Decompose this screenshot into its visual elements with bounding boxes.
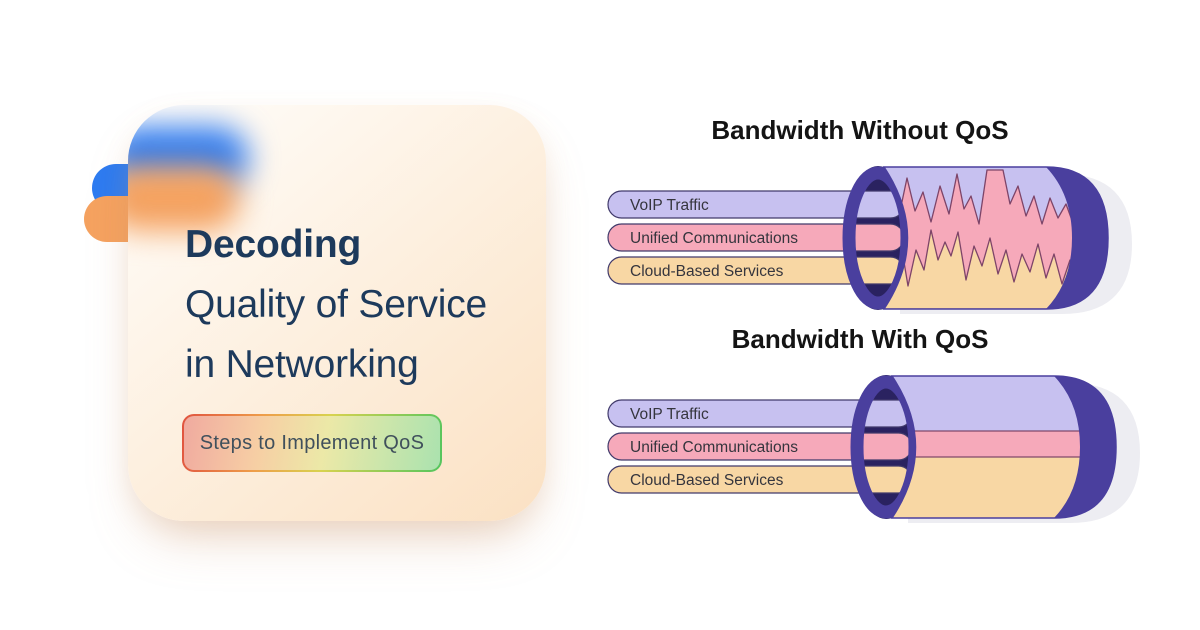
cylinder-cap bbox=[1046, 167, 1108, 309]
hero-title-line-1: Decoding bbox=[185, 223, 362, 266]
pipe-label-unified-communications: Unified Communications bbox=[630, 230, 798, 247]
pipe-label-cloud-based-services: Cloud-Based Services bbox=[630, 263, 784, 280]
pipe-label-voip-traffic: VoIP Traffic bbox=[630, 197, 709, 214]
hero-title: Decoding Quality of Service in Networkin… bbox=[185, 215, 487, 395]
hero-title-line-3: in Networking bbox=[185, 343, 419, 386]
steps-to-implement-qos-button[interactable]: Steps to Implement QoS bbox=[182, 414, 442, 472]
pipe-unified-communications: Unified Communications bbox=[607, 223, 905, 252]
hero-card: Decoding Quality of Service in Networkin… bbox=[128, 105, 546, 521]
pipe-cloud-based-services: Cloud-Based Services bbox=[607, 256, 905, 285]
cylinder-cap bbox=[1054, 376, 1116, 518]
pipe-voip-traffic: VoIP Traffic bbox=[607, 399, 913, 428]
hero-title-line-2: Quality of Service bbox=[185, 283, 488, 326]
orange-blob-blur bbox=[128, 165, 240, 231]
pipe-label-cloud-based-services: Cloud-Based Services bbox=[630, 472, 784, 489]
band-unified-communications bbox=[892, 430, 1116, 458]
pipe-unified-communications: Unified Communications bbox=[607, 432, 913, 461]
cylinder-body bbox=[884, 167, 1108, 309]
pipe-label-voip-traffic: VoIP Traffic bbox=[630, 406, 709, 423]
pipe-label-unified-communications: Unified Communications bbox=[630, 439, 798, 456]
diagram-title-with-qos: Bandwidth With QoS bbox=[731, 324, 989, 354]
diagram-title-without-qos: Bandwidth Without QoS bbox=[711, 115, 1009, 145]
pipe-cloud-based-services: Cloud-Based Services bbox=[607, 465, 913, 494]
